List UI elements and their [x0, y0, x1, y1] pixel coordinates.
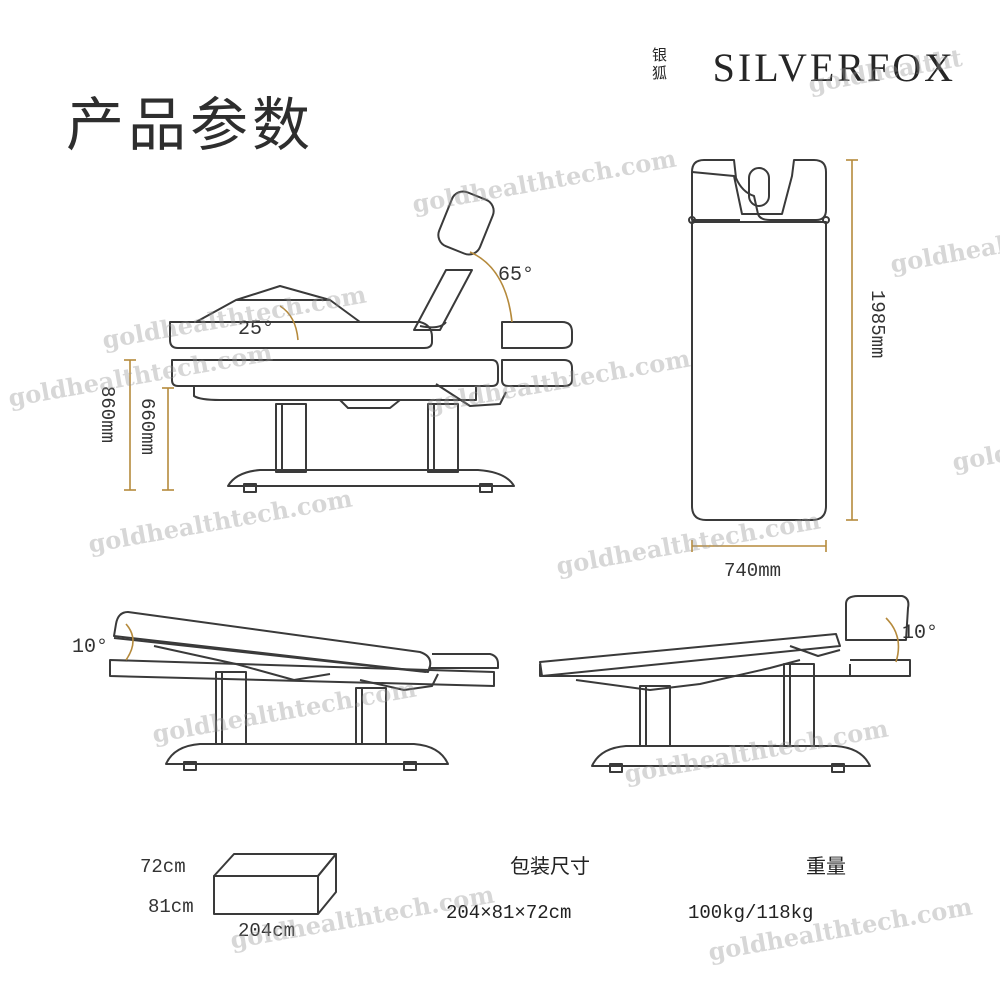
package-size-value: 204×81×72cm — [446, 902, 572, 924]
tilt-right-bed — [539, 595, 911, 773]
side-view-bed — [169, 190, 573, 493]
brand-chinese: 银狐 — [652, 46, 668, 82]
page-title: 产品参数 — [66, 91, 315, 159]
tilt-left-angle-label: 10° — [72, 636, 109, 659]
box-depth-label: 81cm — [148, 896, 194, 918]
box-length-label: 204cm — [238, 920, 296, 942]
brand-logo: SILVERFOX — [712, 45, 956, 90]
length-label: 1985mm — [866, 290, 888, 359]
tilt-left-bed — [109, 611, 499, 771]
top-view-bed — [688, 159, 830, 521]
weight-value: 100kg/118kg — [688, 902, 814, 924]
package-size-label: 包装尺寸 — [510, 854, 590, 878]
leg-angle-label: 25° — [238, 318, 275, 341]
height-low-label: 660mm — [136, 398, 158, 456]
height-high-label: 860mm — [96, 386, 118, 444]
tilt-right-angle-label: 10° — [902, 622, 939, 645]
width-label: 740mm — [724, 560, 782, 582]
package-box — [213, 853, 337, 915]
box-height-label: 72cm — [140, 856, 186, 878]
weight-label: 重量 — [806, 854, 846, 878]
back-angle-label: 65° — [498, 264, 535, 287]
